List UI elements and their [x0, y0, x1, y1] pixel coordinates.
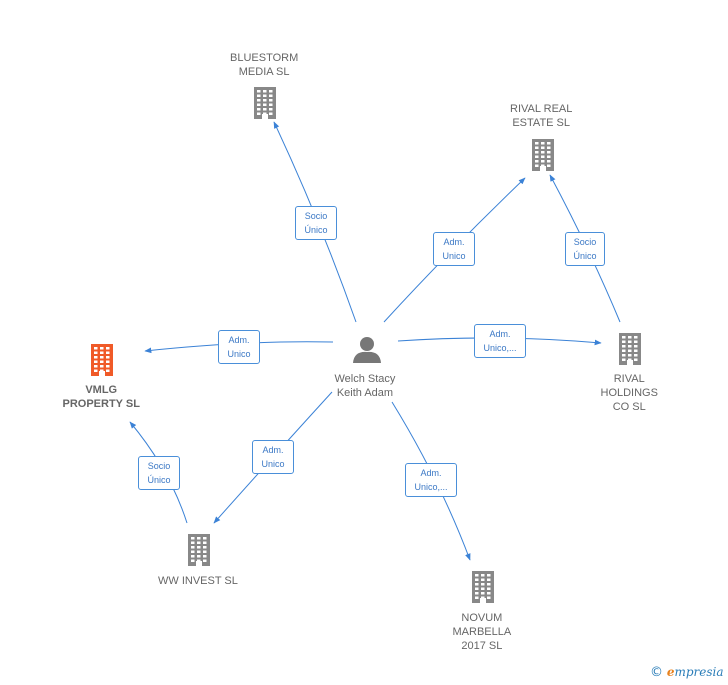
relation-label-line: Único: [304, 225, 328, 235]
node-label-line: BLUESTORM: [230, 52, 299, 64]
relation-label[interactable]: Adm. Unico,...: [474, 324, 526, 358]
node-label[interactable]: BLUESTORM MEDIA SL: [230, 51, 298, 79]
node-label[interactable]: RIVAL REAL ESTATE SL: [510, 102, 572, 130]
building-icon[interactable]: [254, 87, 276, 119]
node-label-line: HOLDINGS: [600, 387, 658, 399]
relation-label-line: Adm.: [420, 468, 442, 478]
node-label-line: RIVAL REAL: [510, 103, 573, 115]
relation-label-line: Socio: [573, 237, 597, 247]
node-label[interactable]: WW INVEST SL: [158, 574, 238, 588]
relation-label[interactable]: Adm. Unico: [252, 440, 294, 474]
node-label-line: ESTATE SL: [512, 117, 571, 129]
relation-label-line: Adm.: [489, 329, 511, 339]
relation-label[interactable]: Adm. Unico: [218, 330, 260, 364]
building-icon[interactable]: [472, 571, 494, 603]
node-label-line: Welch Stacy: [334, 373, 396, 385]
node-label-line: VMLG: [85, 384, 118, 396]
brand-initial: e: [666, 665, 675, 679]
relation-label-line: Socio: [304, 211, 328, 221]
relation-label-line: Único: [573, 251, 597, 261]
node-label-line: PROPERTY SL: [62, 398, 140, 410]
building-icon[interactable]: [91, 344, 113, 376]
relation-label-line: Adm.: [262, 445, 284, 455]
node-label[interactable]: RIVAL HOLDINGS CO SL: [601, 372, 658, 414]
person-icon[interactable]: [353, 337, 381, 363]
node-label-line: CO SL: [612, 401, 646, 413]
relation-label-line: Socio: [147, 461, 171, 471]
node-label[interactable]: NOVUM MARBELLA 2017 SL: [453, 611, 512, 653]
relation-label[interactable]: Adm. Unico: [433, 232, 475, 266]
relation-label-line: Unico,...: [483, 343, 517, 353]
brand-name: mpresia: [674, 665, 724, 679]
building-icon[interactable]: [532, 139, 554, 171]
relation-label-line: Unico,...: [414, 482, 448, 492]
relation-label-line: Unico: [442, 251, 466, 261]
copyright-icon: ©: [650, 665, 663, 680]
node-label-line: 2017 SL: [461, 640, 503, 652]
relation-label-line: Adm.: [443, 237, 465, 247]
node-label-line: MEDIA SL: [238, 66, 290, 78]
node-label-line: MARBELLA: [452, 626, 512, 638]
relation-label[interactable]: Adm. Unico,...: [405, 463, 457, 497]
relation-label-line: Unico: [261, 459, 285, 469]
relation-label-line: Adm.: [228, 335, 250, 345]
node-label[interactable]: VMLG PROPERTY SL: [63, 383, 140, 411]
relation-label-line: Unico: [227, 349, 251, 359]
brand-watermark: © empresia: [650, 665, 724, 680]
node-label-line: Keith Adam: [336, 387, 394, 399]
building-icon[interactable]: [188, 534, 210, 566]
building-icon[interactable]: [619, 333, 641, 365]
node-label-line: NOVUM: [461, 612, 503, 624]
relation-label-line: Único: [147, 475, 171, 485]
node-label-line: WW INVEST SL: [158, 575, 238, 587]
node-label-line: RIVAL: [613, 373, 645, 385]
